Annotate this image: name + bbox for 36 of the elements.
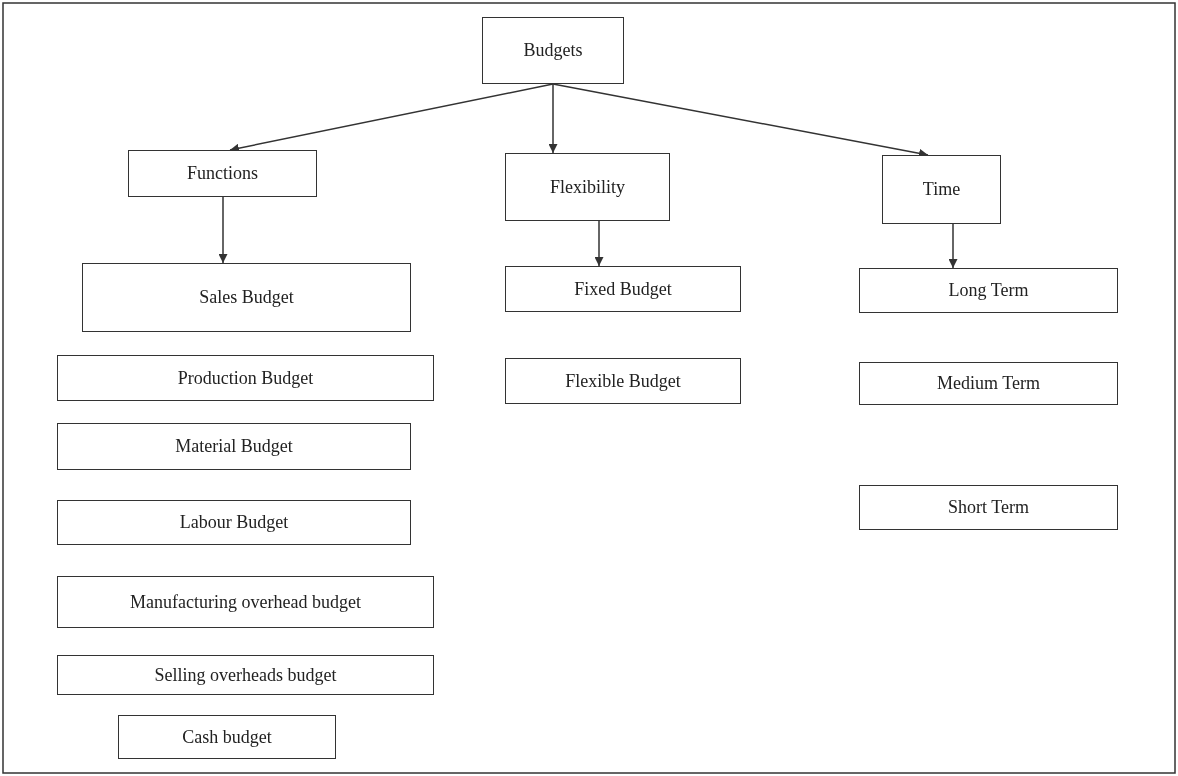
box-label: Budgets xyxy=(523,40,583,61)
arrow xyxy=(948,223,958,269)
box-label: Long Term xyxy=(948,280,1029,301)
box-label: Functions xyxy=(187,163,258,184)
process-box xyxy=(57,576,434,628)
box-label: Production Budget xyxy=(177,367,314,389)
process-box xyxy=(57,655,434,695)
process-box xyxy=(859,362,1118,405)
box-label: Labour Budget xyxy=(179,512,289,533)
box-label: Selling overheads budget xyxy=(154,664,337,686)
box-label: Time xyxy=(922,179,961,200)
arrow xyxy=(218,196,228,264)
arrow xyxy=(594,220,604,267)
process-box xyxy=(118,715,336,759)
box-label: Sales Budget xyxy=(199,287,294,308)
process-box xyxy=(505,153,670,221)
process-box xyxy=(57,500,411,545)
process-box xyxy=(882,155,1001,224)
process-box xyxy=(57,423,411,470)
process-box xyxy=(82,263,411,332)
box-label: Material Budget xyxy=(175,436,293,457)
box-label: Cash budget xyxy=(182,726,272,748)
box-label: Flexible Budget xyxy=(565,370,681,392)
process-box xyxy=(859,485,1118,530)
arrow xyxy=(548,83,558,154)
box-label: Fixed Budget xyxy=(574,278,672,300)
box-label: Medium Term xyxy=(937,373,1040,394)
process-box xyxy=(57,355,434,401)
process-box xyxy=(505,358,741,404)
process-box xyxy=(859,268,1118,313)
box-label: Manufacturing overhead budget xyxy=(130,591,361,613)
box-label: Flexibility xyxy=(550,176,625,198)
process-box xyxy=(482,17,624,84)
box-label: Short Term xyxy=(948,497,1029,518)
process-box xyxy=(505,266,741,312)
process-box xyxy=(128,150,317,197)
